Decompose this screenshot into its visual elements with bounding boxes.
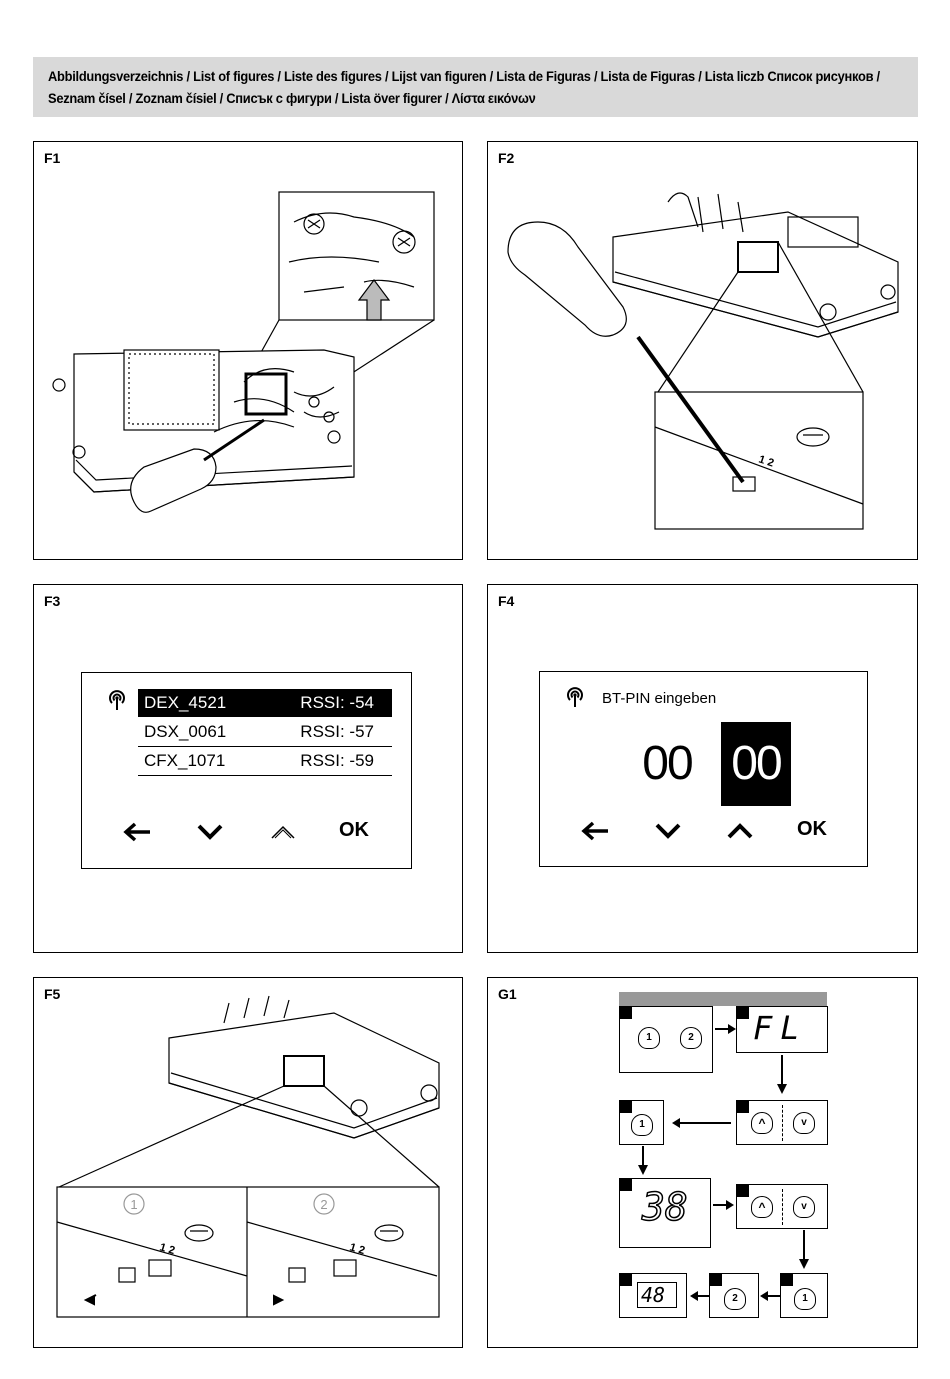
step-1-label: 1 xyxy=(130,1197,137,1212)
down-key-icon[interactable]: v xyxy=(793,1112,815,1134)
device-name: DEX_4521 xyxy=(144,693,227,712)
chevron-up-icon[interactable] xyxy=(726,822,754,840)
up-key-icon[interactable]: ^ xyxy=(751,1196,773,1218)
arrow-right-icon xyxy=(715,1024,736,1034)
up-key-icon[interactable]: ^ xyxy=(751,1112,773,1134)
pin-digit-2-selected[interactable]: 00 xyxy=(721,722,791,806)
arrow-right-icon xyxy=(713,1200,734,1210)
device-row-1[interactable]: DEX_4521 RSSI: -54 xyxy=(138,689,392,717)
f2-pin-labels: 1 2 xyxy=(757,453,775,469)
connector-removal-illustration: 1 2 1 2 1 2 xyxy=(56,995,440,1318)
display-48: 48 xyxy=(619,1273,687,1318)
display-fl: FL xyxy=(736,1006,828,1053)
g1-top-bar xyxy=(619,992,827,1006)
panel-label-f2: F2 xyxy=(498,150,515,166)
chevron-down-icon[interactable] xyxy=(654,822,682,840)
figure-list-header: Abbildungsverzeichnis / List of figures … xyxy=(33,57,918,117)
step-box-key-1: 1 xyxy=(619,1100,664,1145)
step-box-up-down: ^ v xyxy=(736,1100,828,1145)
signal-icon xyxy=(109,690,125,710)
step-box-up-down-2: ^ v xyxy=(736,1184,828,1229)
panel-label-f1: F1 xyxy=(44,150,61,166)
pin-title: BT-PIN eingeben xyxy=(602,690,717,707)
ok-button[interactable]: OK xyxy=(797,818,827,840)
display-48-text: 48 xyxy=(641,1283,666,1307)
display-38-text: 38 xyxy=(641,1184,688,1230)
panel-f1: F1 xyxy=(33,141,463,560)
step-box-key-1-final: 1 xyxy=(780,1273,828,1318)
arrow-down-icon xyxy=(799,1230,809,1269)
pin-labels-left: 1 2 xyxy=(158,1241,176,1257)
device-rssi: RSSI: -59 xyxy=(300,751,374,770)
step-2-label: 2 xyxy=(320,1197,327,1212)
device-rssi: RSSI: -54 xyxy=(300,693,374,712)
panel-g1: G1 1 2 FL ^ v 1 38 ^ v 48 xyxy=(487,977,918,1348)
arrow-left-icon xyxy=(672,1118,731,1128)
arrow-left-icon[interactable] xyxy=(122,821,152,843)
panel-label-f3: F3 xyxy=(44,593,61,609)
device-row-3[interactable]: CFX_1071 RSSI: -59 xyxy=(138,747,392,775)
row-divider xyxy=(138,775,392,776)
panel-f3: F3 DEX_4521 RSSI: -54 DSX_0061 RSSI: -57… xyxy=(33,584,463,953)
step-box-key-2: 2 xyxy=(709,1273,759,1318)
signal-icon xyxy=(567,687,583,707)
screwdriver-connector-illustration: 1 2 xyxy=(507,192,899,530)
device-open-illustration xyxy=(52,191,435,513)
pin-digit-1[interactable]: 00 xyxy=(642,737,693,790)
device-row-2[interactable]: DSX_0061 RSSI: -57 xyxy=(138,718,392,746)
panel-label-g1: G1 xyxy=(498,986,517,1002)
arrow-left-icon xyxy=(690,1291,709,1301)
chevron-down-icon[interactable] xyxy=(196,823,224,841)
device-name: DSX_0061 xyxy=(144,722,227,741)
key-1-icon[interactable]: 1 xyxy=(631,1114,653,1136)
chevron-up-icon[interactable] xyxy=(269,823,297,841)
arrow-left-icon[interactable] xyxy=(580,820,610,842)
bluetooth-device-list-screen: DEX_4521 RSSI: -54 DSX_0061 RSSI: -57 CF… xyxy=(81,672,412,869)
key-2-icon[interactable]: 2 xyxy=(724,1288,746,1310)
header-title: Abbildungsverzeichnis / List of figures … xyxy=(48,68,880,106)
bt-pin-screen: BT-PIN eingeben 00 00 OK xyxy=(539,671,868,867)
key-1-icon[interactable]: 1 xyxy=(638,1027,660,1049)
row-divider xyxy=(138,746,392,747)
panel-label-f5: F5 xyxy=(44,986,61,1002)
arrow-left-icon xyxy=(760,1291,781,1301)
ok-button[interactable]: OK xyxy=(339,819,369,841)
display-38: 38 xyxy=(619,1178,711,1248)
arrow-down-icon xyxy=(777,1055,787,1094)
key-1-icon[interactable]: 1 xyxy=(794,1288,816,1310)
device-rssi: RSSI: -57 xyxy=(300,722,374,741)
display-fl-text: FL xyxy=(753,1009,808,1047)
pin-labels-right: 1 2 xyxy=(348,1241,366,1257)
panel-label-f4: F4 xyxy=(498,593,515,609)
key-2-icon[interactable]: 2 xyxy=(680,1027,702,1049)
arrow-down-icon xyxy=(638,1146,648,1175)
device-name: CFX_1071 xyxy=(144,751,226,770)
panel-f4: F4 BT-PIN eingeben 00 00 OK xyxy=(487,584,918,953)
panel-f5: F5 1 2 1 2 1 2 xyxy=(33,977,463,1348)
down-key-icon[interactable]: v xyxy=(793,1196,815,1218)
panel-f2: F2 1 2 xyxy=(487,141,918,560)
step-box-keys-1-2: 1 2 xyxy=(619,1006,713,1073)
